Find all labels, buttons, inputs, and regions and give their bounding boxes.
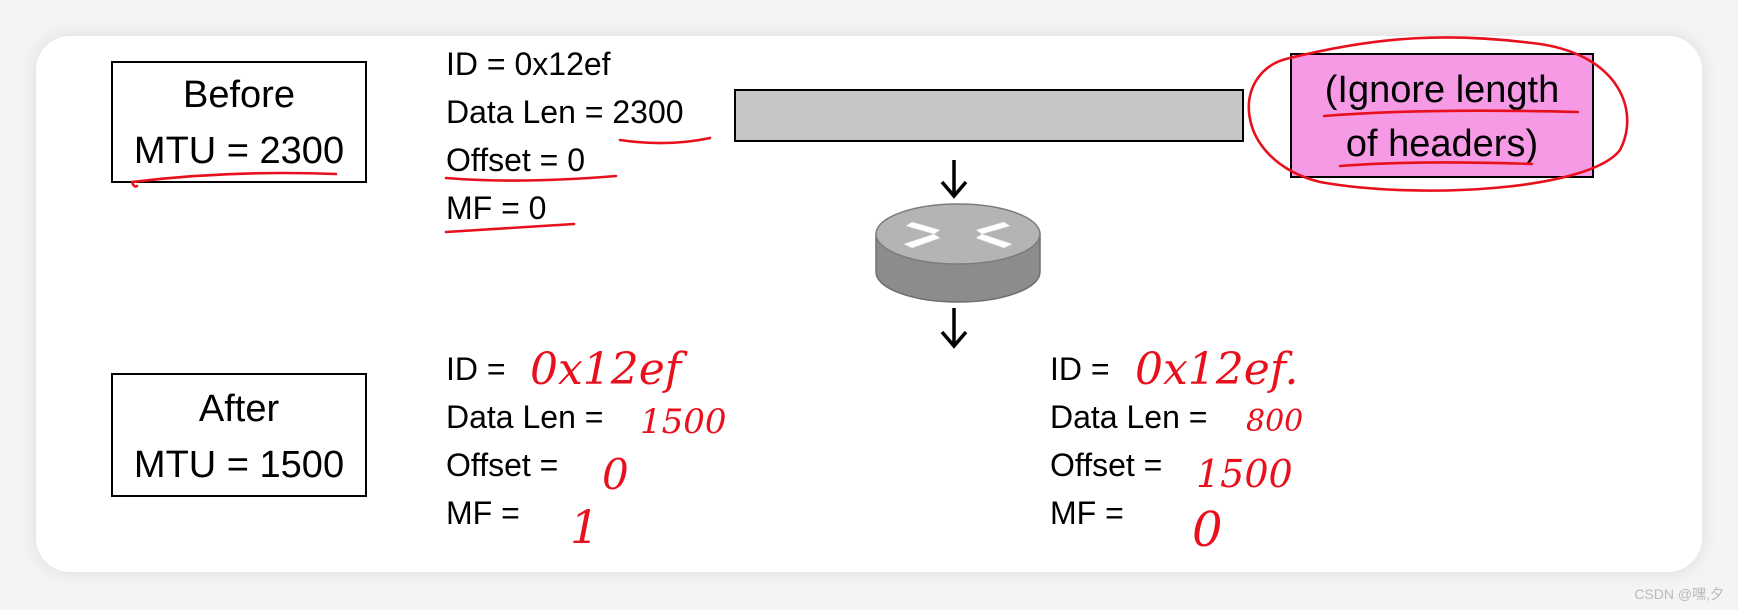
- fragment-2-mf-handwritten: 0: [1192, 502, 1223, 558]
- before-id: ID = 0x12ef: [446, 46, 611, 82]
- fragment-2-data-len-handwritten: 800: [1246, 404, 1304, 439]
- fragment-2-mf-label: MF =: [1050, 495, 1124, 531]
- before-title: Before: [183, 74, 295, 116]
- fragment-1-data-len-label: Data Len =: [446, 399, 604, 435]
- fragment-1-id-handwritten: 0x12ef: [530, 344, 682, 395]
- arrow-down-icon: [940, 308, 968, 349]
- before-mtu: MTU = 2300: [133, 130, 345, 172]
- before-offset: Offset = 0: [446, 142, 586, 178]
- fragment-1-id-label: ID =: [446, 351, 506, 387]
- before-mtu-box: Before MTU = 2300: [111, 61, 367, 183]
- after-mtu-box: After MTU = 1500: [111, 373, 367, 497]
- fragment-1-mf-handwritten: 1: [570, 500, 600, 554]
- note-line-2: of headers): [1345, 123, 1539, 165]
- fragment-2-offset-label: Offset =: [1050, 447, 1163, 483]
- before-data-len: Data Len = 2300: [446, 94, 684, 130]
- fragment-2-data-len-label: Data Len =: [1050, 399, 1208, 435]
- fragment-1-mf-label: MF =: [446, 495, 520, 531]
- after-mtu: MTU = 1500: [133, 444, 345, 486]
- fragment-1-offset-label: Offset =: [446, 447, 559, 483]
- fragment-2-id-handwritten: 0x12ef.: [1135, 344, 1299, 395]
- router-icon: [875, 203, 1041, 303]
- before-mf: MF = 0: [446, 190, 547, 226]
- fragment-1-offset-handwritten: 0: [602, 450, 629, 499]
- arrow-down-icon: [940, 160, 968, 199]
- fragment-2-id-label: ID =: [1050, 351, 1110, 387]
- fragment-2-offset-handwritten: 1500: [1196, 452, 1293, 496]
- packet-bar: [734, 89, 1244, 142]
- watermark: CSDN @嘿,夕: [1634, 586, 1724, 602]
- note-line-1: (Ignore length: [1324, 69, 1560, 111]
- after-title: After: [198, 388, 280, 430]
- fragment-1-data-len-handwritten: 1500: [640, 402, 727, 442]
